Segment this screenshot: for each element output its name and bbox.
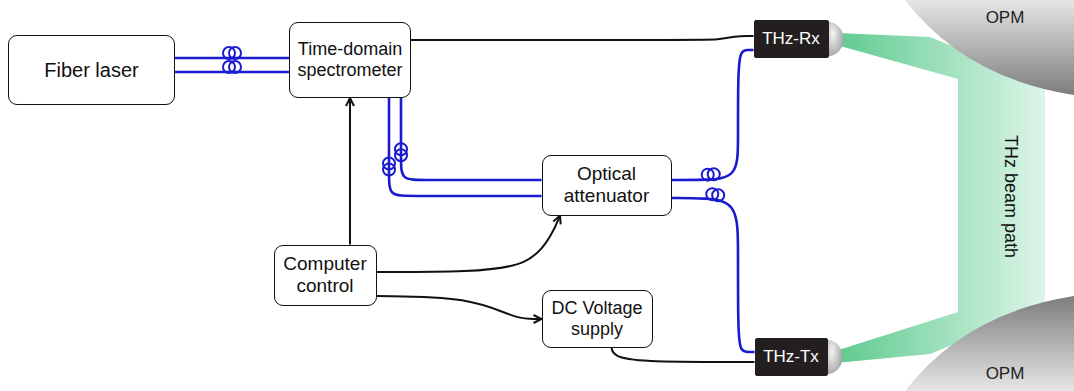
control-box: Computer control: [274, 245, 377, 306]
cable-line: [377, 216, 561, 273]
cable-line: [612, 348, 755, 362]
part-label: OPM: [986, 8, 1025, 28]
node-text: Time-domain spectrometer: [296, 39, 404, 80]
fiber-coil: [229, 61, 241, 73]
laser-box: Fiber laser: [8, 35, 175, 105]
cable-line: [377, 296, 542, 319]
part-label: OPM: [986, 364, 1025, 384]
cable-line: [349, 98, 351, 245]
beam-band: THz beam path: [993, 76, 1028, 316]
optical-fiber: [401, 98, 542, 180]
fiber-coil: [708, 168, 720, 180]
node-text: Computer control: [281, 253, 370, 297]
node-text: DC Voltage supply: [549, 298, 646, 339]
node-text: Fiber laser: [44, 59, 138, 82]
node-text: Optical attenuator: [549, 163, 665, 207]
fiber-coil: [229, 47, 241, 59]
node-text: THz-Rx: [762, 29, 820, 49]
lens-symbol: [828, 340, 843, 374]
fiber-coil: [383, 164, 395, 176]
fiber-coil: [395, 149, 407, 161]
cable-line: [411, 36, 754, 40]
optical-fiber: [389, 98, 542, 196]
mirror-shape: [905, 0, 1074, 95]
fiber-coil: [712, 189, 724, 201]
receiver-box: THz-Rx: [754, 20, 829, 58]
optical-fiber: [672, 50, 754, 180]
attenuator-box: Optical attenuator: [542, 155, 672, 216]
spectrometer-box: Time-domain spectrometer: [289, 22, 411, 98]
optical-fiber: [672, 198, 755, 352]
lens-symbol: [829, 22, 844, 56]
emitter-box: THz-Tx: [755, 338, 828, 376]
supply-box: DC Voltage supply: [542, 290, 653, 348]
node-text: THz-Tx: [763, 347, 819, 367]
node-text: THz beam path: [1000, 134, 1021, 257]
mirror-shape: [905, 296, 1074, 391]
